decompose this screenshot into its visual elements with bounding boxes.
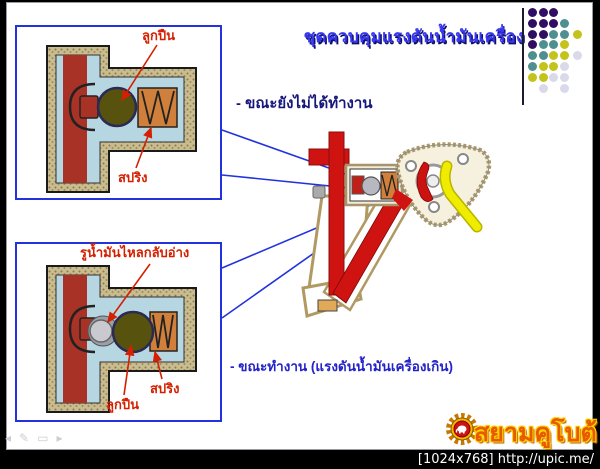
theme-dot	[538, 40, 548, 50]
theme-dot	[559, 83, 569, 93]
theme-dot	[573, 29, 582, 39]
theme-dot	[559, 40, 569, 50]
theme-dot	[549, 51, 558, 61]
dots-divider-line	[522, 8, 524, 105]
theme-dot	[549, 29, 558, 39]
callout-box-working	[15, 242, 222, 422]
resolution-and-url-text: [1024x768] http://upic.me/	[417, 452, 594, 467]
caption-working: - ขณะทำงาน (แรงดันน้ำมันเครื่องเกิน)	[230, 359, 453, 374]
theme-dot	[528, 18, 537, 28]
theme-dot	[549, 72, 558, 82]
theme-dot	[559, 72, 569, 82]
theme-dot	[559, 29, 569, 39]
theme-dot	[549, 40, 558, 50]
kubota-gear-logo-icon	[446, 413, 478, 445]
label-spring-bottom-box: สปริง	[150, 381, 180, 396]
theme-dot	[528, 8, 537, 17]
theme-dot	[549, 62, 558, 71]
callout-box-not-working	[15, 25, 222, 200]
brand-name: สยามคูโบต้า	[474, 419, 597, 469]
theme-dot	[538, 18, 548, 28]
slide-title: ชุดควบคุมแรงดันน้ำมันเครื่อง	[303, 27, 525, 46]
label-ball-bottom-box: ลูกปืน	[106, 397, 139, 412]
theme-dot	[538, 62, 548, 71]
label-oil-return-hole: รูน้ำมันไหลกลับอ่าง	[80, 245, 190, 260]
label-spring-top-box: สปริง	[118, 170, 148, 185]
theme-dot	[538, 83, 548, 93]
theme-dot	[528, 72, 537, 82]
theme-dot	[528, 40, 537, 50]
theme-dot	[538, 51, 548, 61]
next-slide-icon[interactable]: ▸	[56, 431, 71, 445]
label-ball-top-box: ลูกปืน	[142, 28, 175, 43]
theme-dot	[559, 18, 569, 28]
theme-dot	[528, 51, 537, 61]
theme-dot	[538, 29, 548, 39]
pen-icon[interactable]: ✎	[19, 431, 38, 445]
status-bar: [1024x768] http://upic.me/	[0, 450, 600, 469]
prev-slide-icon[interactable]: ◂	[5, 431, 20, 445]
theme-dot	[549, 8, 558, 17]
theme-dot	[573, 51, 582, 61]
theme-dot	[559, 51, 569, 61]
slideshow-toolbar: ◂✎▭▸	[5, 431, 70, 446]
theme-dot	[538, 72, 548, 82]
theme-dot	[528, 62, 537, 71]
theme-dot	[538, 8, 548, 17]
menu-icon[interactable]: ▭	[37, 431, 57, 445]
theme-dot	[559, 62, 569, 71]
caption-not-working: - ขณะยังไม่ได้ทำงาน	[236, 95, 373, 112]
theme-dot	[528, 29, 537, 39]
theme-dot	[549, 18, 558, 28]
dots-decoration	[528, 8, 590, 108]
